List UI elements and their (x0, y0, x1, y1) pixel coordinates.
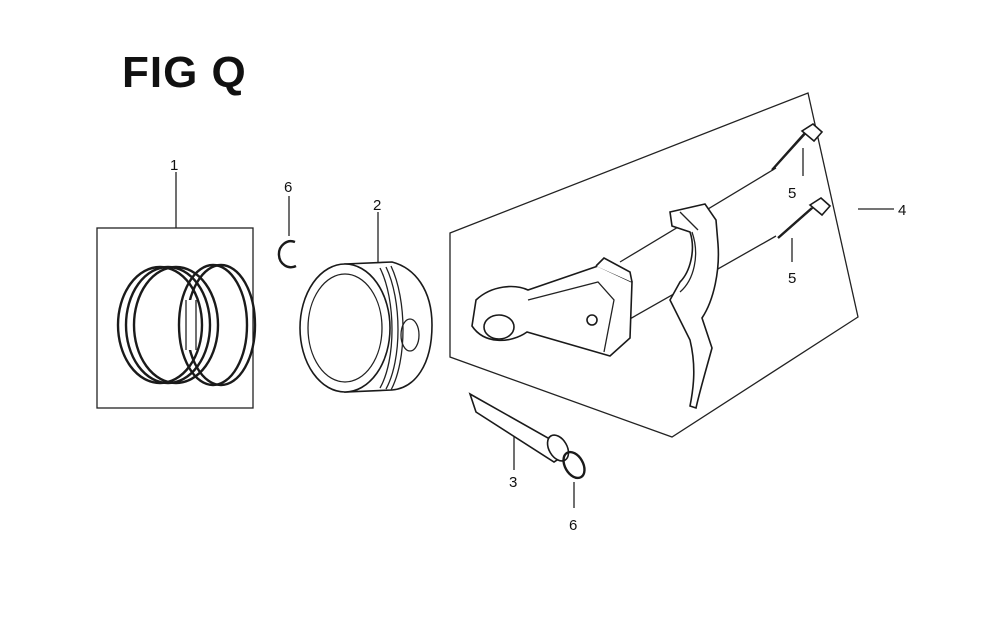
piston-ring-set (96, 172, 257, 409)
figure-title: FIG Q (122, 48, 247, 97)
bolt-upper (771, 123, 824, 176)
circlip-left (277, 196, 297, 269)
callout-5-lower: 5 (788, 270, 796, 287)
piston (299, 212, 433, 393)
connecting-rod-assembly (449, 92, 894, 438)
callout-3: 3 (509, 474, 517, 491)
assembly-frame (449, 92, 859, 438)
callout-5-upper: 5 (788, 185, 796, 202)
ring-set-frame (96, 227, 254, 409)
piston-pin (468, 392, 570, 470)
callout-6-left: 6 (284, 179, 292, 196)
callout-4: 4 (898, 202, 906, 219)
callout-2: 2 (373, 197, 381, 214)
callout-1: 1 (170, 157, 178, 174)
circlip-right (562, 450, 586, 508)
callout-6-right: 6 (569, 517, 577, 534)
bolt-lower (777, 197, 832, 262)
